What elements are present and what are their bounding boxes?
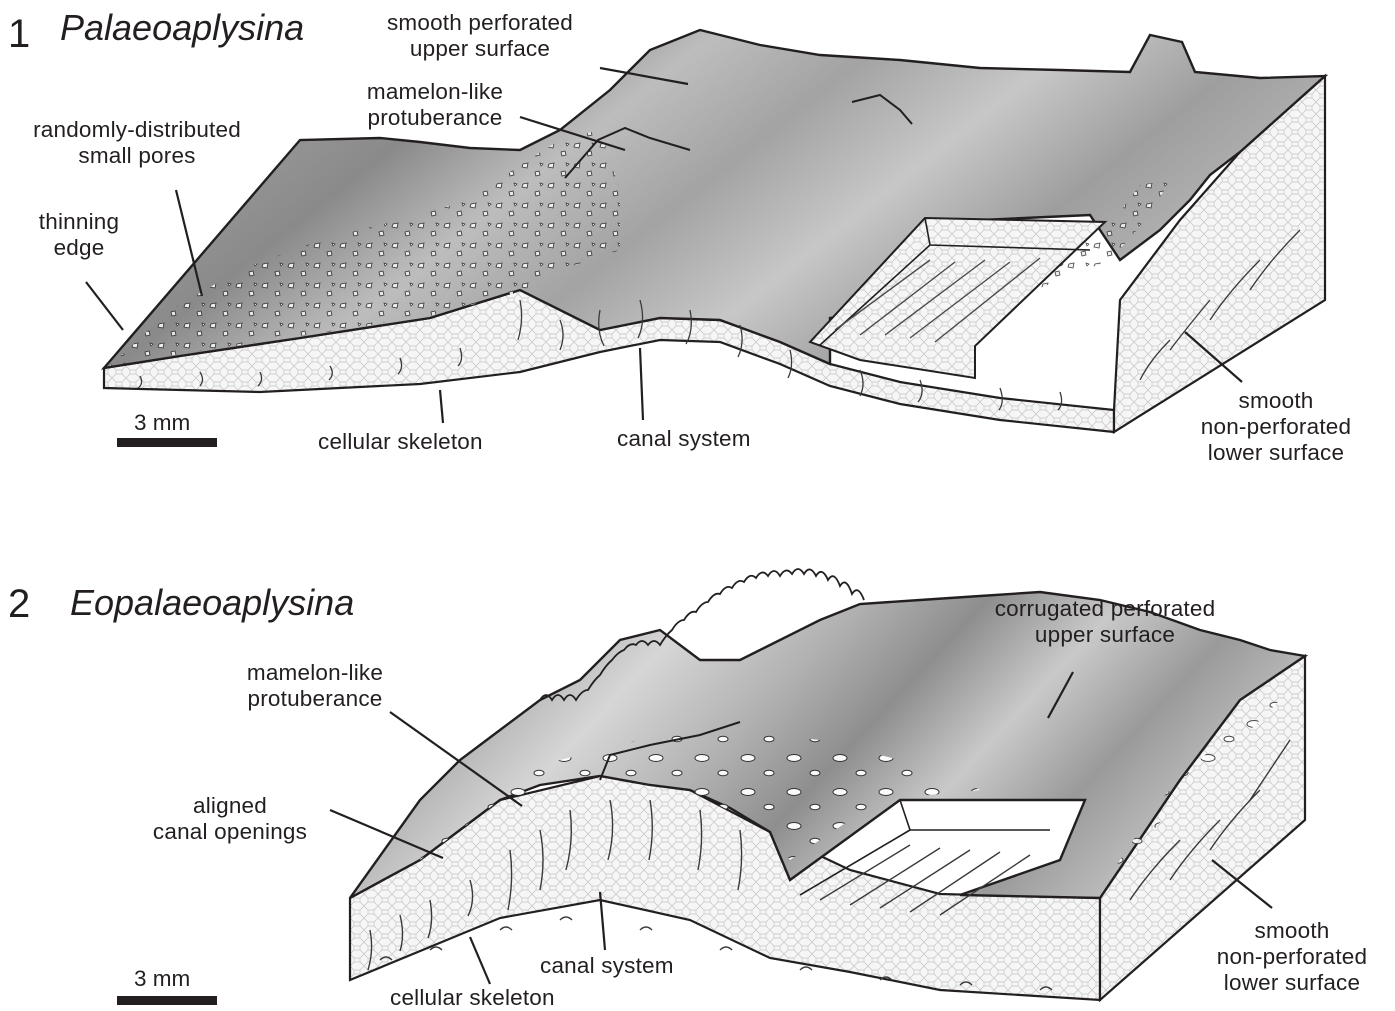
leader-p1-cellular-skeleton: [440, 390, 443, 423]
leader-p1-canal-system: [640, 348, 643, 420]
p1-scale-label: 3 mm: [134, 410, 190, 436]
p2-label-mamelon: mamelon-like protuberance: [225, 660, 405, 712]
panel1-block: [104, 30, 1325, 432]
p1-label-lower-surface: smooth non-perforated lower surface: [1176, 388, 1376, 466]
p1-label-cellular-skeleton: cellular skeleton: [318, 429, 483, 455]
p2-label-aligned-openings: aligned canal openings: [130, 793, 330, 845]
p2-label-upper-surface: corrugated perforated upper surface: [960, 596, 1250, 648]
panel1-number: 1: [8, 12, 30, 56]
panel1-title: Palaeoaplysina: [60, 7, 304, 49]
panel2-title: Eopalaeoaplysina: [70, 582, 354, 624]
p2-scale-label: 3 mm: [134, 966, 190, 992]
p1-label-pores: randomly-distributed small pores: [8, 117, 266, 169]
p1-label-thinning-edge: thinning edge: [20, 209, 138, 261]
p1-label-upper-surface: smooth perforated upper surface: [360, 10, 600, 62]
p1-label-mamelon: mamelon-like protuberance: [350, 79, 520, 131]
panel2-number: 2: [8, 582, 30, 626]
p2-label-canal-system: canal system: [540, 953, 674, 979]
p1-label-canal-system: canal system: [617, 426, 751, 452]
leader-p2-cellular-skeleton: [470, 937, 490, 984]
leader-p1-thinning-edge: [86, 282, 123, 330]
p2-label-lower-surface: smooth non-perforated lower surface: [1192, 918, 1392, 996]
scale-bar-2: [117, 996, 217, 1005]
scale-bar-1: [117, 438, 217, 447]
p2-label-cellular-skeleton: cellular skeleton: [390, 985, 555, 1011]
